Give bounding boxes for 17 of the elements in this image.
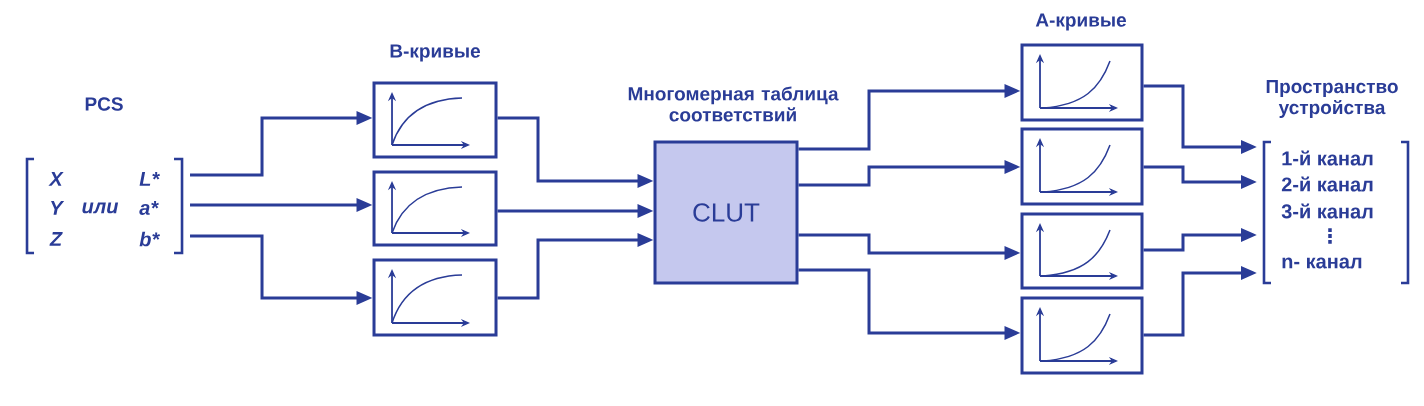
channel-label: 1-й канал (1282, 150, 1373, 166)
variable-label: L* (139, 172, 160, 186)
variable-label: X (48, 172, 64, 186)
vertical-ellipsis: ⋮ (1328, 228, 1332, 244)
heading: PCS (85, 97, 123, 111)
channel-label: 3-й канал (1281, 203, 1373, 219)
lookup-table-box: CLUT (653, 140, 799, 285)
heading: Многомерная таблица соответствий (628, 86, 839, 122)
channel-label: n- канал (1282, 257, 1362, 269)
connector-word: или (82, 202, 119, 214)
variable-label: Z (49, 232, 63, 246)
variable-label: Y (51, 201, 65, 215)
variable-label: b* (139, 231, 160, 247)
channel-label: 2-й канал (1281, 176, 1373, 192)
group-heading: B-кривые (390, 44, 480, 62)
variable-label: a* (139, 201, 159, 215)
heading: Пространство устройства (1266, 80, 1398, 118)
